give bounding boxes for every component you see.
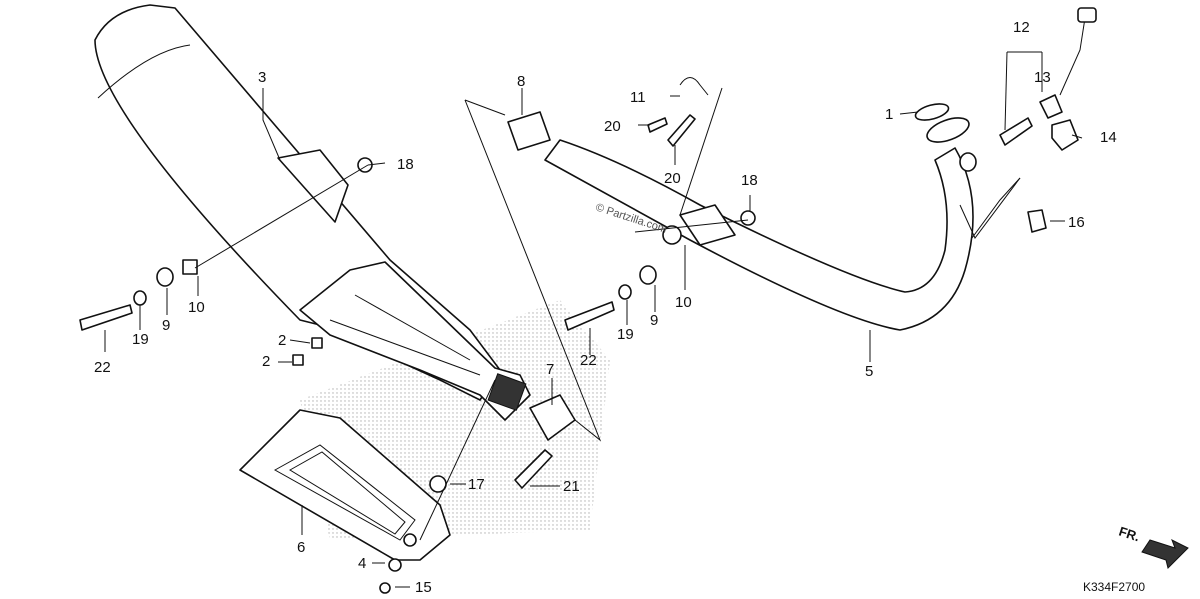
callout-12: 12: [1013, 19, 1030, 36]
callout-21: 21: [563, 478, 580, 495]
callout-9b: 9: [650, 312, 658, 329]
callout-2b: 2: [262, 353, 270, 370]
front-direction-arrow-icon: FR.: [1117, 524, 1189, 569]
callout-13: 13: [1034, 69, 1051, 86]
callout-22a: 22: [94, 359, 111, 376]
callout-10b: 10: [675, 294, 692, 311]
callout-20b: 20: [664, 170, 681, 187]
callout-15: 15: [415, 579, 432, 596]
callout-20a: 20: [604, 118, 621, 135]
callout-2a: 2: [278, 332, 286, 349]
callout-8: 8: [517, 73, 525, 90]
callout-22b: 22: [580, 352, 597, 369]
callout-14: 14: [1100, 129, 1117, 146]
diagram-code: K334F2700: [1083, 580, 1145, 594]
o2-sensor: [999, 7, 1097, 146]
callout-10a: 10: [188, 299, 205, 316]
callout-5: 5: [865, 363, 873, 380]
callout-18a: 18: [397, 156, 414, 173]
callout-7: 7: [546, 361, 554, 378]
nut-16: [1027, 209, 1047, 233]
callout-3: 3: [258, 69, 266, 86]
callout-19a: 19: [132, 331, 149, 348]
callout-6: 6: [297, 539, 305, 556]
callout-19b: 19: [617, 326, 634, 343]
callout-18b: 18: [741, 172, 758, 189]
callout-9a: 9: [162, 317, 170, 334]
muffler: [94, 4, 531, 421]
leader-lines: [104, 51, 1083, 588]
callout-16: 16: [1068, 214, 1085, 231]
hardware: [79, 77, 756, 594]
callout-17: 17: [468, 476, 485, 493]
callout-4: 4: [358, 555, 366, 572]
exhaust-gasket: [507, 111, 551, 151]
callout-1: 1: [885, 106, 893, 123]
exhaust-pipe: [544, 103, 977, 331]
callout-11: 11: [630, 89, 646, 106]
direction-label: FR.: [1117, 524, 1142, 545]
sensor-clip: [1051, 119, 1079, 151]
